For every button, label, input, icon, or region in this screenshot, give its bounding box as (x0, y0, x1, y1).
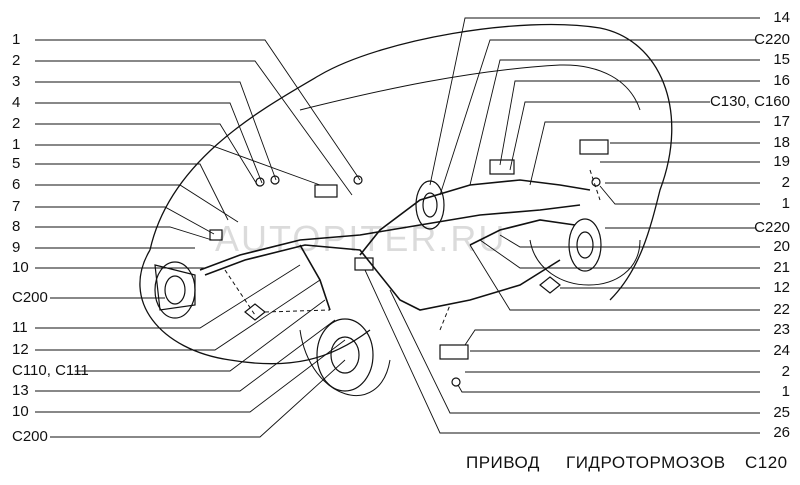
right-label-9: 2 (781, 174, 790, 191)
tee-connector-right (489, 159, 515, 175)
master-cylinder (314, 184, 338, 198)
right-label-5: C130, C160 (709, 93, 790, 110)
left-label-13: C200 (12, 289, 48, 306)
right-label-13: 21 (773, 259, 790, 276)
footer-code: С120 (745, 453, 788, 472)
car-body-outline (149, 23, 673, 301)
front-right-wheel (299, 318, 391, 397)
pressure-regulator (354, 257, 374, 271)
right-label-12: 20 (773, 238, 790, 255)
footer-title: ПРИВОД (466, 453, 540, 472)
left-label-16: C110, C111 (12, 362, 89, 379)
rear-right-drum (529, 218, 641, 286)
right-label-10: 1 (781, 195, 790, 212)
bracket-lower (439, 344, 469, 360)
right-label-20: 25 (773, 404, 790, 421)
right-label-21: 26 (773, 424, 790, 441)
right-label-1: 14 (773, 9, 790, 26)
left-label-5: 2 (12, 115, 21, 132)
right-label-15: 22 (773, 301, 790, 318)
left-label-6: 1 (12, 136, 21, 153)
right-label-17: 24 (773, 342, 790, 359)
footer-subtitle: ГИДРОТОРМОЗОВ (566, 453, 726, 472)
right-leaders (364, 17, 760, 434)
right-label-11: C220 (754, 219, 790, 236)
left-label-15: 12 (12, 341, 29, 358)
right-label-14: 12 (773, 279, 790, 296)
left-label-1: 1 (12, 31, 21, 48)
right-label-3: 15 (773, 51, 790, 68)
left-label-12: 10 (12, 259, 29, 276)
rear-left-drum (415, 180, 445, 230)
left-label-11: 9 (12, 239, 21, 256)
nut-4 (591, 177, 601, 187)
dashed-guides (224, 169, 601, 331)
left-label-17: 13 (12, 382, 29, 399)
right-label-6: 17 (773, 113, 790, 130)
right-label-8: 19 (773, 153, 790, 170)
left-label-14: 11 (12, 319, 28, 336)
right-label-19: 1 (781, 383, 790, 400)
tee-connector-left (209, 229, 223, 241)
left-label-8: 6 (12, 176, 21, 193)
watermark: AUTOPITER.RU (215, 218, 507, 259)
left-label-18: 10 (12, 403, 29, 420)
right-label-18: 2 (781, 363, 790, 380)
nut-5 (451, 377, 461, 387)
right-label-2: C220 (754, 31, 790, 48)
left-label-4: 4 (12, 94, 21, 111)
hose-clip-2 (539, 276, 561, 294)
left-leaders (35, 39, 361, 438)
left-label-2: 2 (12, 52, 21, 69)
right-label-7: 18 (773, 134, 790, 151)
nut-3 (353, 175, 363, 185)
right-label-16: 23 (773, 321, 790, 338)
hose-clip-1 (244, 303, 266, 321)
bracket-rear (579, 139, 609, 155)
left-label-7: 5 (12, 155, 21, 172)
right-label-4: 16 (773, 72, 790, 89)
left-label-3: 3 (12, 73, 21, 90)
left-label-19: C200 (12, 428, 48, 445)
left-label-9: 7 (12, 198, 21, 215)
front-left-wheel (154, 261, 196, 319)
left-label-10: 8 (12, 218, 21, 235)
